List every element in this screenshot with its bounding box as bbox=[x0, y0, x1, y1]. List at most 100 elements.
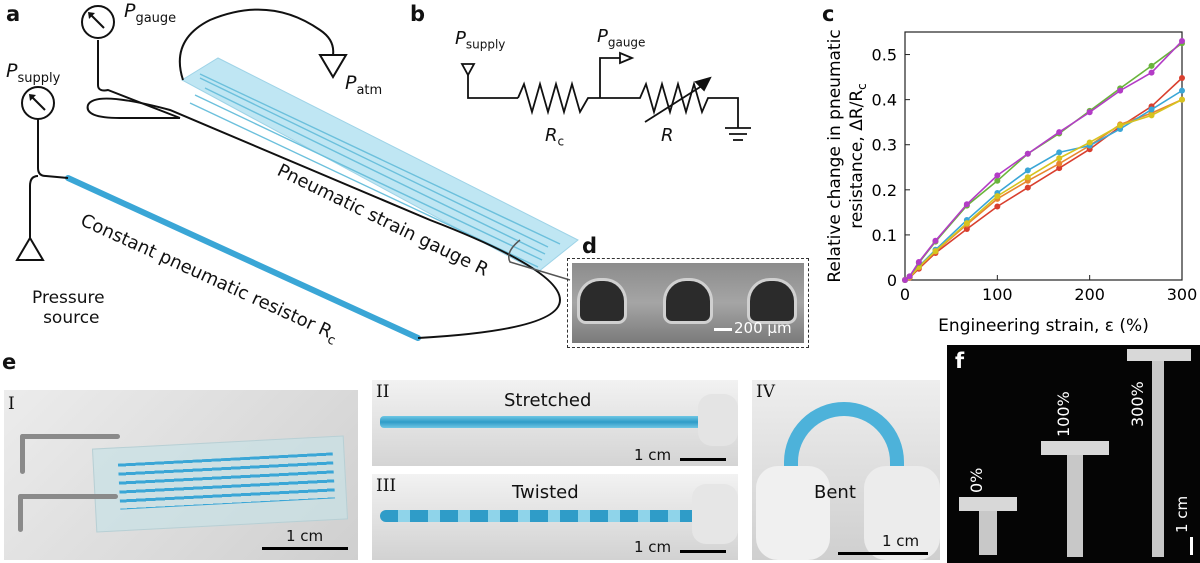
series-point-5 bbox=[1117, 87, 1124, 94]
series-point-3 bbox=[1179, 96, 1185, 103]
series-point-2 bbox=[1148, 106, 1155, 113]
panel-label-b: b bbox=[410, 2, 426, 26]
scale-label-f: 1 cm bbox=[1173, 495, 1191, 533]
connection-tube bbox=[86, 97, 562, 339]
scale-label-I: 1 cm bbox=[286, 527, 324, 545]
atm-vent-icon bbox=[318, 54, 348, 79]
photo-bent: IV Bent 1 cm bbox=[752, 380, 940, 560]
scale-label-II: 1 cm bbox=[634, 446, 672, 464]
roman-label-IV: IV bbox=[756, 382, 775, 402]
series-point-5 bbox=[1056, 129, 1063, 136]
sem-scale-bar bbox=[714, 328, 732, 331]
chart-frame bbox=[904, 31, 1183, 281]
series-line-3 bbox=[904, 98, 1183, 281]
gauge-dial-icon bbox=[81, 5, 115, 39]
x-tick-label: 200 bbox=[1074, 285, 1105, 304]
y-axis-label-line2: resistance, ΔR/Rc bbox=[847, 83, 869, 229]
circuit-rc-label: Rc bbox=[545, 125, 565, 149]
sem-image: 200 μm bbox=[572, 263, 804, 343]
series-point-5 bbox=[994, 172, 1001, 179]
pressure-source-icon bbox=[15, 236, 45, 261]
y-tick-label: 0.1 bbox=[872, 226, 897, 245]
photo-twisted: III Twisted 1 cm bbox=[372, 474, 738, 560]
glove-hand bbox=[698, 394, 738, 446]
circuit-p-supply-label: Psupply bbox=[455, 28, 506, 52]
pressure-source-label: Pressure source bbox=[32, 288, 105, 328]
y-tick-label: 0.3 bbox=[872, 136, 897, 155]
glove-hand-left bbox=[756, 466, 830, 560]
photo-device-relaxed: I 1 cm bbox=[4, 390, 358, 560]
glove-hand-right bbox=[864, 466, 940, 560]
roman-label-II: II bbox=[376, 382, 390, 402]
series-point-5 bbox=[902, 277, 908, 283]
stretched-strip bbox=[380, 416, 720, 428]
series-line-0 bbox=[904, 77, 1183, 281]
panel-label-a: a bbox=[6, 2, 21, 26]
panel-label-f: f bbox=[955, 349, 965, 373]
section-line bbox=[508, 239, 571, 281]
rc-resistor-symbol bbox=[517, 80, 600, 116]
series-point-0 bbox=[1056, 165, 1063, 172]
specimen-0-body bbox=[979, 511, 997, 555]
series-point-0 bbox=[1024, 184, 1031, 191]
series-point-5 bbox=[1148, 69, 1155, 76]
scale-label-IV: 1 cm bbox=[882, 532, 920, 550]
x-tick-label: 300 bbox=[1167, 285, 1198, 304]
y-tick-label: 0.5 bbox=[872, 46, 897, 65]
specimen-300-cap bbox=[1127, 349, 1191, 361]
x-tick-label: 0 bbox=[900, 285, 910, 304]
inlet-tube-2 bbox=[18, 494, 118, 499]
series-point-3 bbox=[1056, 155, 1063, 162]
strain-gauge-channels bbox=[189, 73, 561, 268]
twisted-label: Twisted bbox=[512, 482, 579, 503]
atm-tube bbox=[178, 8, 335, 81]
series-point-3 bbox=[963, 220, 970, 227]
sem-scale-label: 200 μm bbox=[734, 319, 792, 337]
circuit-diagram bbox=[460, 51, 751, 141]
specimen-100-cap bbox=[1041, 441, 1109, 455]
specimen-100-body bbox=[1067, 455, 1083, 557]
scale-label-III: 1 cm bbox=[634, 538, 672, 556]
constant-resistor-tube bbox=[65, 175, 421, 341]
scale-bar-I bbox=[262, 547, 348, 550]
series-point-3 bbox=[1117, 122, 1124, 129]
stretched-label: Stretched bbox=[504, 390, 592, 411]
panel-label-d: d bbox=[582, 234, 598, 258]
supply-dial-icon bbox=[21, 86, 55, 120]
series-point-5 bbox=[906, 273, 913, 280]
strain-label-100: 100% bbox=[1054, 391, 1073, 437]
photo-stretched: II Stretched 1 cm bbox=[372, 380, 738, 466]
inlet-tube-1-bend bbox=[20, 434, 25, 474]
series-point-2 bbox=[1056, 149, 1063, 156]
series-point-4 bbox=[994, 177, 1001, 184]
channel-cross-section-3 bbox=[750, 281, 794, 321]
series-point-4 bbox=[1148, 62, 1155, 69]
scale-bar-II bbox=[680, 458, 726, 461]
x-tick-label: 100 bbox=[982, 285, 1013, 304]
series-point-2 bbox=[1024, 167, 1031, 174]
gauge-tube bbox=[97, 40, 181, 119]
series-point-5 bbox=[1024, 150, 1031, 157]
series-point-3 bbox=[994, 193, 1001, 200]
photo-strain-specimens: f 0% 100% 300% 1 cm bbox=[947, 345, 1200, 563]
series-point-0 bbox=[994, 203, 1001, 210]
roman-label-III: III bbox=[376, 476, 397, 496]
series-line-1 bbox=[904, 98, 1183, 281]
p-atm-label: Patm bbox=[345, 72, 383, 98]
bent-label: Bent bbox=[814, 482, 856, 503]
y-axis-label-line1: Relative change in pneumatic bbox=[825, 29, 845, 282]
channel-cross-section-1 bbox=[580, 281, 624, 321]
series-point-5 bbox=[915, 258, 922, 265]
roman-label-I: I bbox=[8, 394, 15, 414]
x-axis-label: Engineering strain, ε (%) bbox=[938, 316, 1149, 336]
y-tick-label: 0.4 bbox=[872, 91, 897, 110]
sem-frame: 200 μm bbox=[567, 258, 809, 348]
inlet-tube-2-bend bbox=[18, 494, 23, 532]
channel-cross-section-2 bbox=[666, 281, 710, 321]
series-point-5 bbox=[1086, 109, 1093, 116]
source-tube bbox=[29, 175, 39, 238]
strain-label-0: 0% bbox=[967, 467, 986, 493]
series-point-0 bbox=[1179, 74, 1185, 81]
p-supply-label: Psupply bbox=[6, 60, 61, 86]
panel-label-c: c bbox=[822, 2, 835, 26]
